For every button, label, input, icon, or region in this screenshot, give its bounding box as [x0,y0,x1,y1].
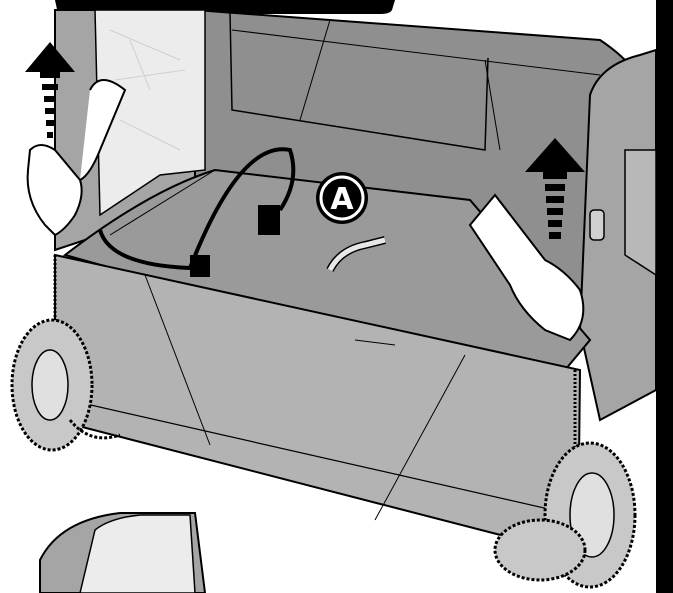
callout-a: A [316,172,368,224]
second-wagon-preview [40,513,205,593]
right-border [656,0,673,593]
wagon-wheel-bottom [495,520,585,580]
callout-a-label: A [330,182,354,217]
wagon-right-panel [580,50,656,420]
wagon-wheel-front-left [12,320,92,450]
